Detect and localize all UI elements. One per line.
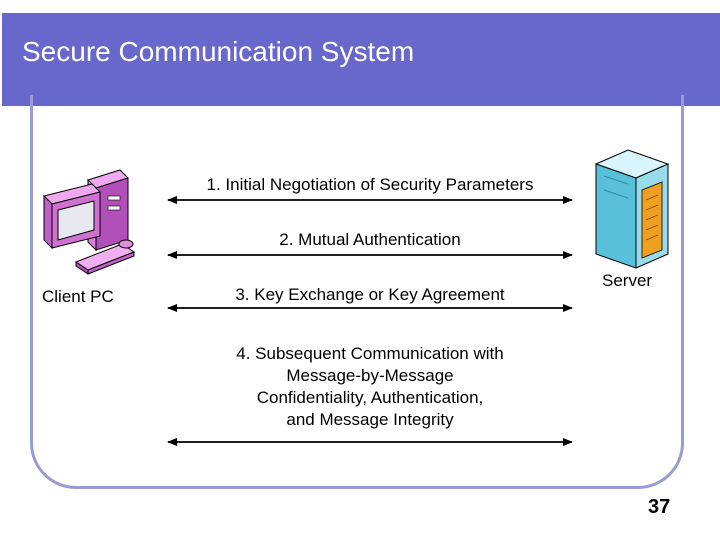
- title-underline: [2, 106, 638, 110]
- step-4-line-1: 4. Subsequent Communication with: [236, 344, 504, 363]
- step-3-label: 3. Key Exchange or Key Agreement: [235, 285, 505, 304]
- slide-frame: [30, 95, 684, 489]
- client-pc-icon: [43, 169, 136, 275]
- step-2-label: 2. Mutual Authentication: [279, 230, 461, 249]
- step-4-line-2: Message-by-Message: [286, 366, 454, 385]
- client-pc-label: Client PC: [42, 287, 114, 306]
- server-icon: [594, 149, 670, 269]
- slide-title: Secure Communication System: [22, 36, 415, 67]
- step-4-line-4: and Message Integrity: [286, 410, 454, 429]
- step-1-label: 1. Initial Negotiation of Security Param…: [206, 175, 534, 194]
- step-4-line-3: Confidentiality, Authentication,: [256, 388, 484, 407]
- step-4-label: 4. Subsequent Communication with Message…: [150, 343, 590, 431]
- title-bar: [2, 13, 720, 110]
- page-number: 37: [648, 496, 671, 518]
- server-label: Server: [602, 271, 653, 290]
